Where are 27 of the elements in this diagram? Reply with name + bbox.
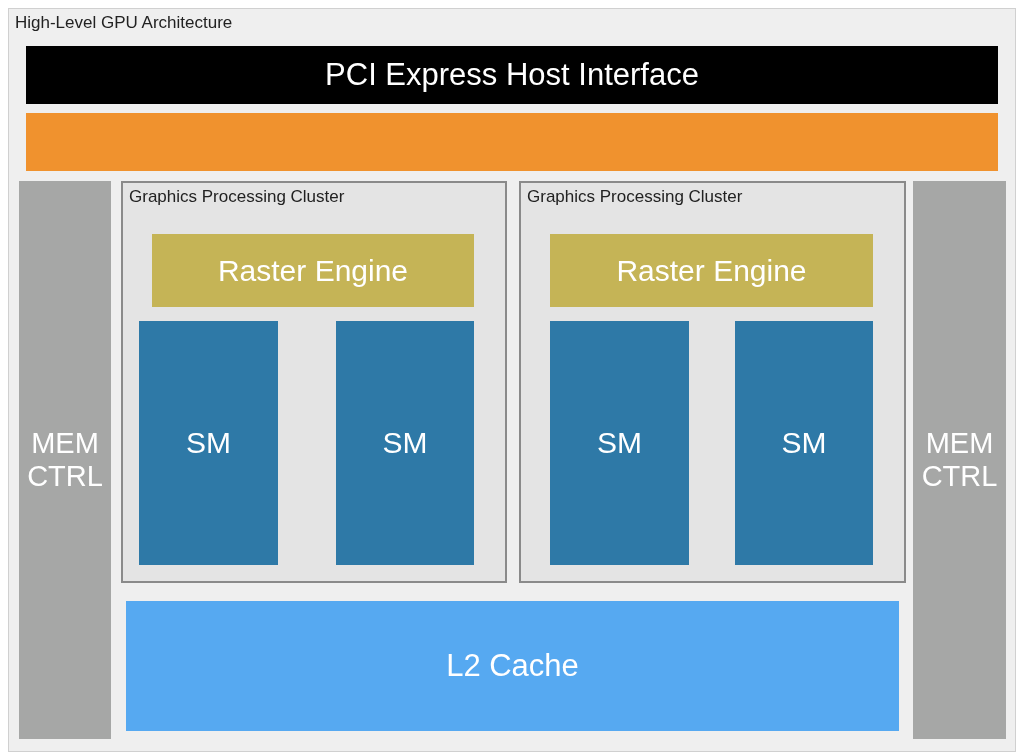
sm-block [550, 321, 689, 565]
raster-engine-block [550, 234, 873, 307]
block-label: PCI Express Host Interface [324, 57, 700, 93]
cluster-panel [519, 181, 906, 583]
block-label: L2 Cache [445, 648, 580, 684]
memory-controller-bar [913, 181, 1006, 739]
host-interface-bar [26, 46, 998, 104]
sm-block [139, 321, 278, 565]
block-label: MEM CTRL [920, 426, 999, 494]
heading: Graphics Processing Cluster [527, 187, 743, 207]
raster-engine-block [152, 234, 474, 307]
heading: Graphics Processing Cluster [129, 187, 345, 207]
sm-block [336, 321, 474, 565]
block-label: SM [185, 425, 232, 461]
diagram-panel [8, 8, 1016, 752]
memory-controller-bar [19, 181, 111, 739]
block-label: SM [596, 425, 643, 461]
block-label: SM [381, 425, 429, 461]
cache-block [126, 601, 899, 731]
block-label: Raster Engine [216, 253, 410, 288]
engine-bar [26, 113, 998, 171]
heading: High-Level GPU Architecture [15, 13, 233, 33]
cluster-panel [121, 181, 507, 583]
block-label: Raster Engine [615, 253, 808, 288]
block-label: SM [780, 425, 828, 461]
sm-block [735, 321, 873, 565]
block-label: MEM CTRL [26, 426, 104, 494]
